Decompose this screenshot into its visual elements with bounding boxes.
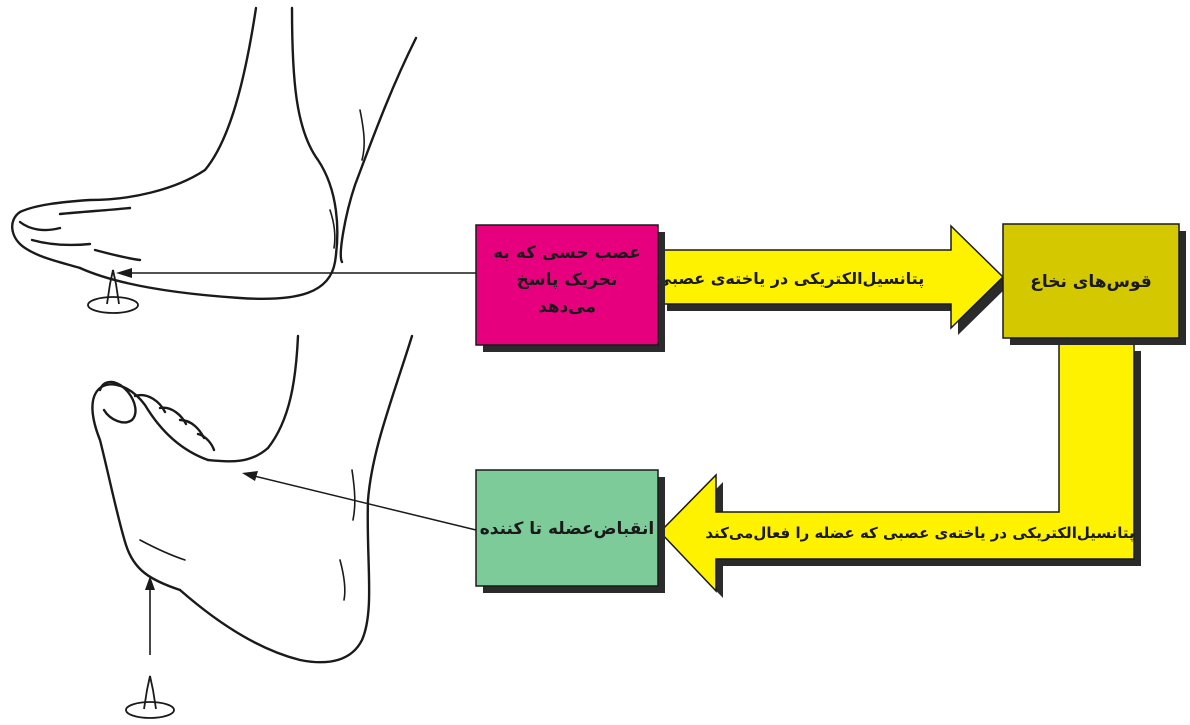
sensory-nerve-line-3: می‌دهد [538, 297, 596, 317]
spinal-arc-label: قوس‌های نخاع [1030, 272, 1152, 292]
sensory-nerve-box: عصب حسی که به تحریک پاسخ می‌دهد [476, 225, 665, 352]
foot-lifted-icon [92, 336, 412, 662]
upper-arrow-label: پتانسیل‌الکتریکی در یاخته‌ی عصبی [656, 269, 924, 289]
connector-to-foot-2 [242, 471, 476, 530]
upward-stimulus-arrow [145, 576, 155, 655]
effector-muscle-label: انقباض‌عضله تا کننده [480, 519, 654, 539]
upper-signal-arrow: پتانسیل‌الکتریکی در یاخته‌ی عصبی [656, 226, 1010, 335]
foot-side-icon [12, 8, 416, 299]
connector-to-foot-1 [116, 268, 476, 278]
sensory-nerve-line-2: تحریک پاسخ [517, 270, 618, 290]
thumbtack-icon [126, 676, 174, 718]
lower-signal-arrow: پتانسیل‌الکتریکی در یاخته‌ی عصبی که عضله… [660, 344, 1141, 598]
spinal-arc-box: قوس‌های نخاع [1003, 224, 1186, 345]
lower-arrow-label: پتانسیل‌الکتریکی در یاخته‌ی عصبی که عضله… [705, 524, 1134, 543]
sensory-nerve-line-1: عصب حسی که به [493, 243, 641, 263]
effector-muscle-box: انقباض‌عضله تا کننده [476, 470, 665, 593]
